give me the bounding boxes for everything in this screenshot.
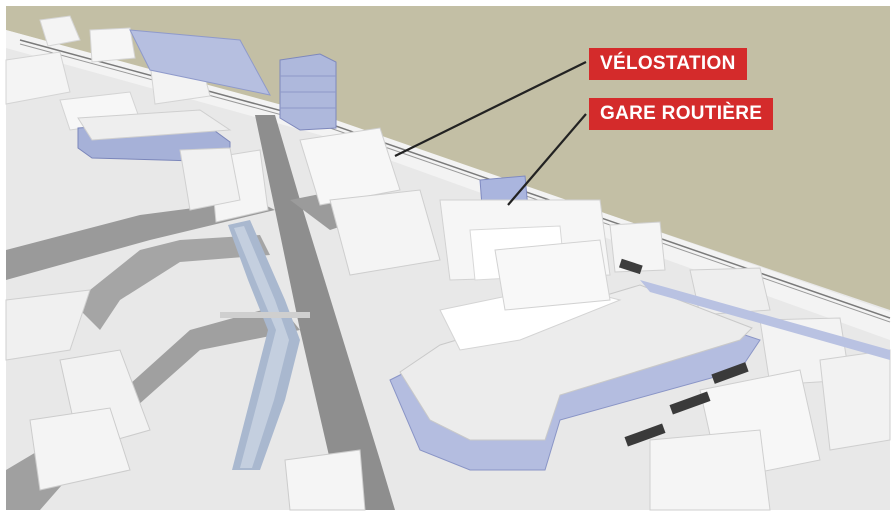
building	[329, 189, 441, 276]
building	[179, 147, 241, 211]
building	[5, 51, 71, 105]
side-road	[6, 200, 275, 280]
glass-building-row	[129, 29, 271, 96]
bus	[618, 258, 643, 275]
building-roof	[77, 109, 232, 141]
river-water	[234, 226, 289, 468]
building	[649, 429, 771, 511]
bus	[669, 391, 711, 415]
velostation-label: VÉLOSTATION	[589, 48, 747, 80]
building	[39, 15, 81, 47]
building	[284, 449, 366, 511]
church	[29, 407, 131, 491]
velostation-leader-line	[394, 61, 587, 157]
building	[819, 349, 891, 451]
building	[494, 239, 611, 311]
building	[89, 27, 136, 63]
bus	[624, 423, 666, 447]
side-road	[70, 235, 270, 330]
building	[299, 127, 401, 206]
bus	[711, 362, 749, 384]
river	[228, 220, 300, 470]
gare-routiere-leader-line	[507, 113, 587, 206]
bus-platform	[640, 280, 890, 360]
building	[5, 289, 91, 361]
gare-routiere-label: GARE ROUTIÈRE	[589, 98, 774, 130]
main-road	[255, 115, 395, 510]
railway-embankment	[6, 30, 890, 340]
